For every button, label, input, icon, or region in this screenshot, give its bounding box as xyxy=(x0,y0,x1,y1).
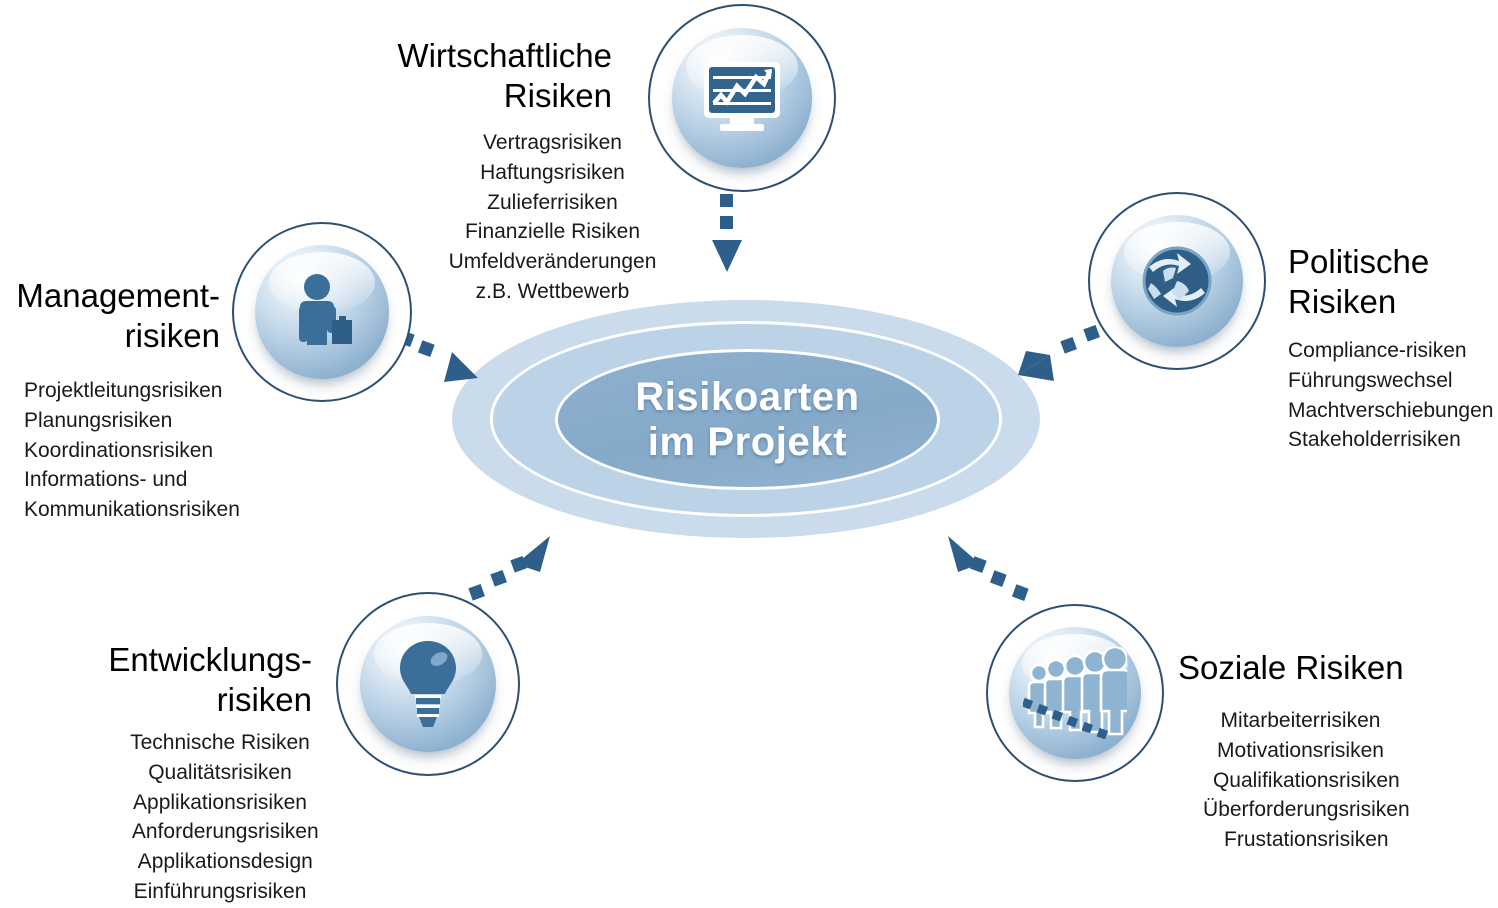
node-sphere-management xyxy=(255,245,389,379)
node-sphere-soziale xyxy=(1009,627,1141,759)
node-politische[interactable] xyxy=(1088,192,1266,370)
list-item: Umfeldveränderungen xyxy=(448,250,657,274)
node-wirtschaftliche[interactable] xyxy=(648,4,836,192)
heading-wirtschaftliche: Wirtschaftliche Risiken xyxy=(397,37,612,115)
list-item: Qualifikationsrisiken xyxy=(1201,768,1400,792)
list-item: Zulieferrisiken xyxy=(487,190,618,214)
arrow-soziale-to-hub xyxy=(948,536,1029,601)
lightbulb-icon xyxy=(399,640,456,727)
hub-ring-inner: Risikoarten im Projekt xyxy=(554,348,941,491)
businessperson-icon xyxy=(298,273,352,345)
list-item: Überforderungsrisiken xyxy=(1191,798,1410,822)
list-item: Anforderungsrisiken xyxy=(121,820,319,844)
node-sphere-politische xyxy=(1111,215,1243,347)
list-wirtschaftliche: Vertragsrisiken Haftungsrisiken Zuliefer… xyxy=(430,128,675,307)
arrow-entwicklungs-to-hub xyxy=(468,536,550,601)
heading-management: Management- risiken xyxy=(16,277,220,355)
list-item: Projektleitungsrisiken xyxy=(24,379,223,402)
list-item: Finanzielle Risiken xyxy=(464,220,641,244)
chart-monitor-icon xyxy=(703,61,780,131)
hub-title: Risikoarten im Projekt xyxy=(635,374,860,464)
list-item: Vertragsrisiken xyxy=(483,131,622,154)
list-item: Frustationsrisiken xyxy=(1212,828,1389,852)
list-item: Applikationsdesign xyxy=(127,850,313,874)
node-sphere-entwicklungs xyxy=(359,615,497,753)
node-sphere-wirtschaftliche xyxy=(672,28,812,168)
center-hub: Risikoarten im Projekt xyxy=(452,300,1040,538)
list-item: Führungswechsel xyxy=(1288,368,1453,392)
list-item: Applikationsrisiken xyxy=(133,790,307,814)
list-soziale: Mitarbeiterrisiken Motivationsrisiken Qu… xyxy=(1178,706,1423,855)
list-entwicklungs: Technische Risiken Qualitätsrisiken Appl… xyxy=(110,728,330,907)
list-item: Stakeholderrisiken xyxy=(1288,428,1461,452)
globe-arrows-icon xyxy=(1142,246,1212,316)
list-management: Projektleitungsrisiken Planungsrisiken K… xyxy=(24,376,284,525)
list-item: Einführungsrisiken xyxy=(133,880,307,904)
list-politische: Compliance-risiken Führungswechsel Macht… xyxy=(1288,336,1498,455)
node-management[interactable] xyxy=(232,222,412,402)
node-soziale[interactable] xyxy=(986,604,1164,782)
list-item: Planungsrisiken xyxy=(24,408,173,432)
arrow-wirtschaftliche-to-hub xyxy=(712,194,742,272)
heading-entwicklungs: Entwicklungs- risiken xyxy=(108,641,312,719)
list-item: Informations- und xyxy=(24,468,188,492)
people-group-icon xyxy=(1022,646,1127,739)
heading-politische: Politische Risiken xyxy=(1288,243,1430,321)
list-item: z.B. Wettbewerb xyxy=(475,280,630,304)
list-item: Compliance-risiken xyxy=(1288,339,1467,362)
arrow-politische-to-hub xyxy=(1018,325,1100,381)
list-item: Haftungsrisiken xyxy=(480,160,625,184)
node-entwicklungs[interactable] xyxy=(336,592,520,776)
list-item: Kommunikationsrisiken xyxy=(24,498,240,522)
list-item: Machtverschiebungen xyxy=(1288,398,1494,422)
list-item: Technische Risiken xyxy=(130,731,310,754)
list-item: Mitarbeiterrisiken xyxy=(1220,709,1381,732)
list-item: Qualitätsrisiken xyxy=(148,760,292,784)
arrow-management-to-hub xyxy=(400,330,478,382)
list-item: Koordinationsrisiken xyxy=(24,438,214,462)
heading-soziale: Soziale Risiken xyxy=(1178,649,1404,686)
list-item: Motivationsrisiken xyxy=(1217,738,1384,762)
